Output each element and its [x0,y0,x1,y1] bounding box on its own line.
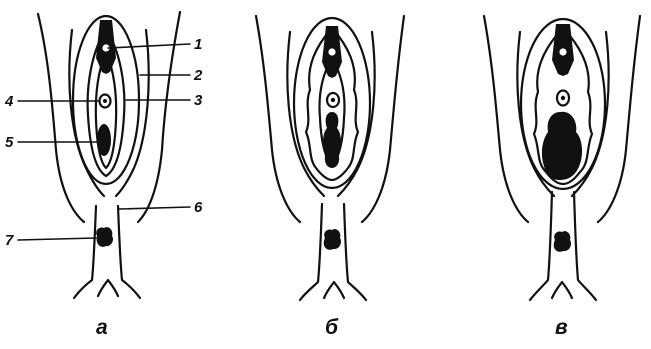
panel-b-clitoris [328,48,336,56]
panel-a: 1 2 3 4 5 6 7 а [4,10,203,339]
label-6: 6 [194,199,203,216]
caption-a: а [96,316,108,339]
label-4: 4 [4,93,14,110]
panel-b-anus [323,229,342,250]
caption-b: б [325,316,339,339]
panel-a-anus [96,227,114,247]
panel-c-urethral-opening [555,89,571,107]
panel-b: б [254,14,406,339]
caption-c: в [555,316,568,339]
panel-c: в [482,14,642,339]
panel-a-leader-lines [17,43,191,241]
label-5: 5 [5,134,14,151]
panel-b-labia-minora [304,26,360,182]
panel-c-clitoris [559,48,567,56]
panel-a-labia-minora [86,28,126,178]
panel-c-vaginal-opening [541,111,583,180]
panel-c-labia-minora [532,26,594,186]
panel-a-vaginal-opening [97,124,111,156]
panel-b-outer-folds [254,14,406,224]
panel-a-clitoris [102,44,110,52]
panel-b-labia-majora [292,16,372,190]
panel-b-urethral-opening [325,91,341,109]
panel-c-perineum [528,190,598,302]
label-2: 2 [193,67,203,84]
label-1: 1 [194,36,202,53]
label-7: 7 [5,232,14,249]
panel-c-anus [553,231,572,252]
panel-a-vestibule [94,50,118,170]
panel-b-perineum [298,202,368,302]
panel-b-vaginal-opening [323,112,341,168]
label-3: 3 [194,92,203,109]
panel-c-labia-majora [519,17,607,191]
panel-a-perineum [72,204,142,300]
